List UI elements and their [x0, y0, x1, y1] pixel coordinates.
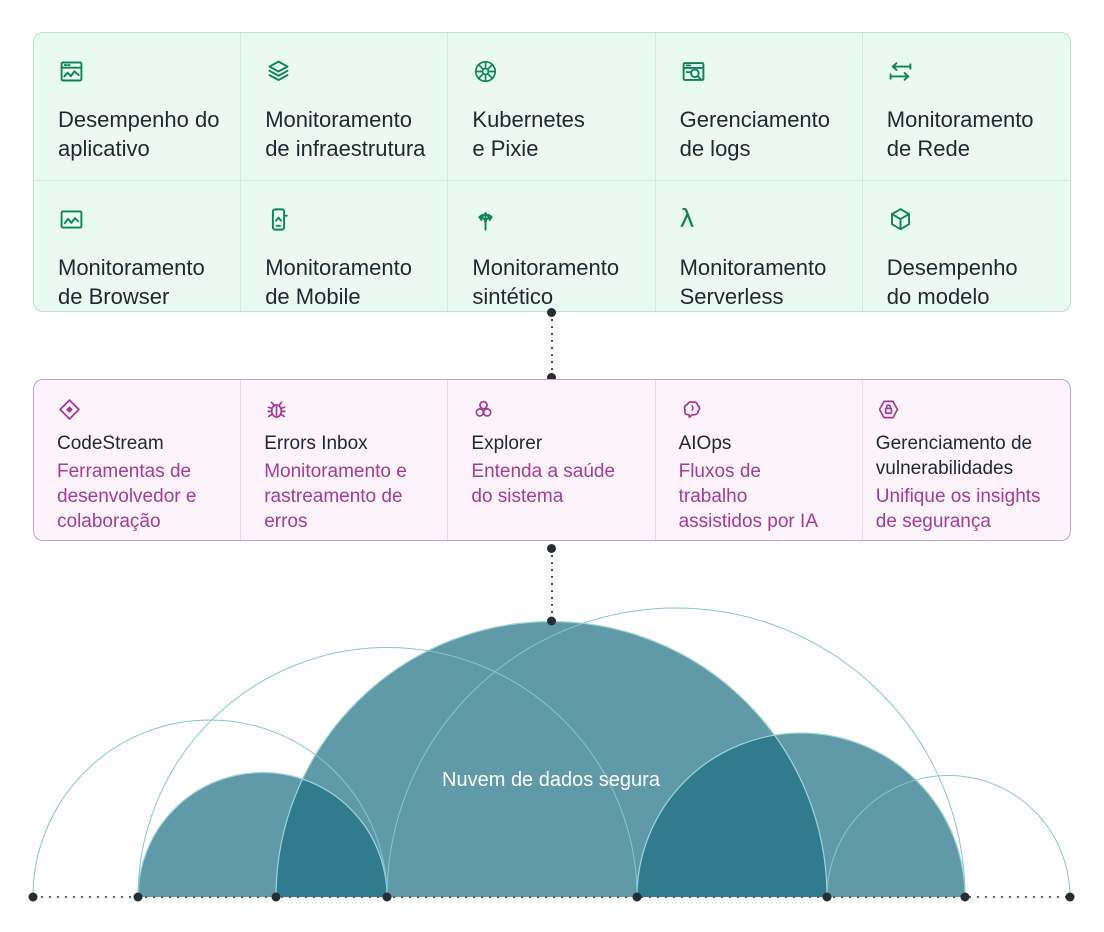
tool-subtitle: Fluxos de trabalho assistidos por IA: [678, 461, 818, 532]
layers-icon: [265, 58, 437, 86]
cloud-label: Nuvem de dados segura: [442, 769, 661, 791]
cloud-top-dot: [547, 616, 556, 626]
capability-card-apm: Desempenho do aplicativo: [34, 33, 242, 181]
tool-card-aiops: AIOps Fluxos de trabalho assistidos por …: [656, 380, 863, 540]
capability-card-kubernetes: Kubernetes e Pixie: [448, 33, 656, 181]
connector-dot: [547, 308, 556, 317]
tool-title: Explorer: [471, 433, 543, 454]
baseline-dots: [28, 616, 1075, 902]
tool-card-vulnerability-management: Gerenciamento de vulnerabilidades Unifiq…: [863, 380, 1070, 540]
branch-arrows-icon: [472, 206, 644, 234]
tool-title: AIOps: [678, 433, 732, 454]
capability-label: Gerenciamento de logs: [679, 107, 831, 161]
outline-arcs: [32, 607, 1071, 898]
capability-label: Monitoramento Serverless: [679, 255, 827, 309]
tool-subtitle: Unifique os insights de segurança: [875, 486, 1041, 532]
tool-title: CodeStream: [57, 433, 164, 454]
ai-brain-icon: [679, 397, 854, 423]
capability-card-network: Monitoramento de Rede: [862, 33, 1070, 181]
dotted-line: [550, 319, 553, 371]
capability-label: Monitoramento de Rede: [886, 107, 1034, 161]
capability-label: Kubernetes e Pixie: [472, 107, 585, 161]
mobile-phone-icon: [265, 206, 437, 234]
tool-card-explorer: Explorer Entenda a saúde do sistema: [448, 380, 656, 540]
capability-label: Monitoramento sintético: [472, 255, 620, 309]
tool-title: Errors Inbox: [264, 433, 368, 454]
connector-dot: [547, 544, 556, 553]
capability-card-mobile: Monitoramento de Mobile: [241, 181, 449, 311]
tool-title: Gerenciamento de vulnerabilidades: [875, 433, 1033, 479]
capability-label: Monitoramento de Mobile: [265, 255, 412, 309]
tool-subtitle: Ferramentas de desenvolvedor e colaboraç…: [57, 461, 197, 532]
tool-subtitle: Monitoramento e rastreamento de erros: [264, 461, 407, 532]
cloud-dome-right: [637, 733, 965, 897]
dotted-line: [550, 555, 553, 617]
capability-card-infrastructure: Monitoramento de infraestrutura: [241, 33, 449, 181]
data-cloud-diagram: Nuvem de dados segura: [28, 607, 1075, 902]
capability-label: Monitoramento de infraestrutura: [265, 107, 426, 161]
connector-capabilities-to-tools: [547, 308, 556, 382]
codestream-diamond-icon: [57, 397, 232, 423]
bug-icon: [264, 397, 439, 423]
capability-card-synthetics: Monitoramento sintético: [448, 181, 656, 311]
capability-card-model-performance: Desempenho do modelo: [863, 181, 1070, 311]
capability-label: Desempenho do modelo: [886, 255, 1018, 309]
tool-subtitle: Entenda a saúde do sistema: [471, 461, 616, 507]
capability-card-serverless: λ Monitoramento Serverless: [656, 181, 863, 311]
connector-dot: [547, 373, 556, 382]
hexagon-lock-icon: [876, 397, 1062, 423]
log-search-icon: [680, 58, 852, 86]
network-arrows-icon: [887, 58, 1060, 86]
kubernetes-wheel-icon: [472, 58, 644, 86]
capability-label: Monitoramento de Browser: [58, 255, 205, 309]
tools-row: CodeStream Ferramentas de desenvolvedor …: [33, 379, 1071, 541]
model-cube-icon: [887, 206, 1060, 234]
outline-arc-far-left: [32, 719, 388, 898]
capability-label: Desempenho do aplicativo: [58, 107, 220, 161]
connector-tools-to-cloud: [547, 544, 556, 618]
lambda-icon: λ: [679, 204, 695, 233]
outline-arc-far-right: [826, 775, 1071, 898]
outline-arc-right: [386, 607, 966, 898]
outline-arc-left: [137, 647, 638, 898]
cloud-filled-domes: [138, 621, 965, 897]
app-window-chart-icon: [58, 58, 230, 86]
capability-card-browser: Monitoramento de Browser: [34, 181, 242, 311]
tool-card-codestream: CodeStream Ferramentas de desenvolvedor …: [34, 380, 242, 540]
capability-card-logs: Gerenciamento de logs: [655, 33, 863, 181]
cluster-circles-icon: [471, 397, 646, 423]
capabilities-grid: Desempenho do aplicativo Monitoramento d…: [33, 32, 1071, 312]
cloud-dome-left: [138, 772, 387, 897]
browser-chart-icon: [58, 206, 230, 234]
tool-card-errors-inbox: Errors Inbox Monitoramento e rastreament…: [241, 380, 449, 540]
